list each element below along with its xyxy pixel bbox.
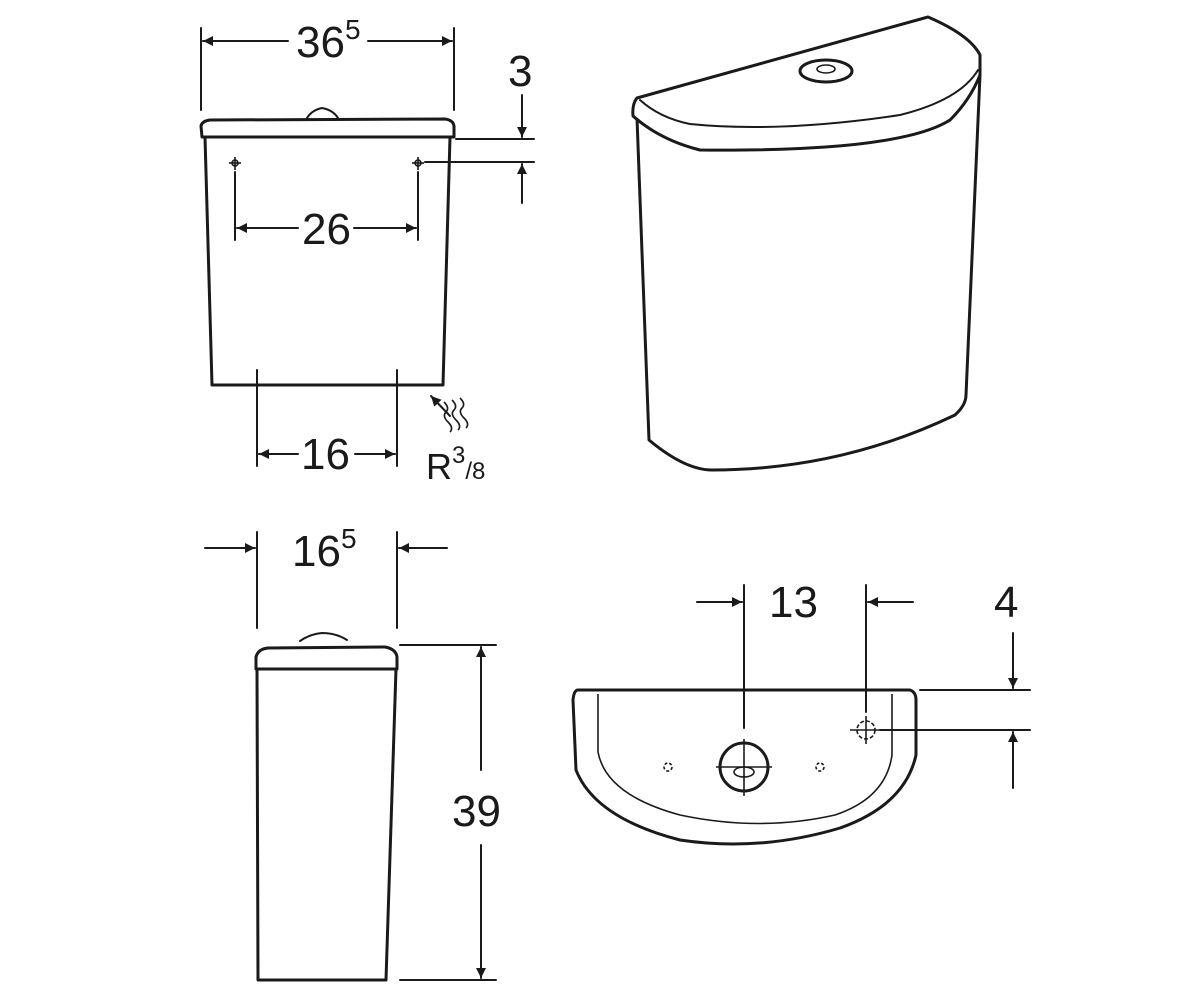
top-view-small-hole-right (815, 762, 825, 772)
depth-value: 165 (292, 523, 357, 576)
front-view-mounting-hole-right (412, 157, 424, 170)
lid-offset-value: 3 (508, 47, 532, 96)
dimension-lid-offset: 3 (424, 47, 535, 204)
side-view-tank-body (255, 667, 398, 982)
width-main-number: 36 (296, 18, 345, 67)
top-view-inlet-crosshair-icon (850, 716, 882, 744)
front-view-lid (199, 117, 456, 139)
top-view-small-hole-left (663, 762, 673, 772)
depth-number: 16 (292, 527, 341, 576)
perspective-lid-inner-edge (639, 69, 979, 128)
side-view-flush-button (299, 632, 348, 642)
depth-superscript: 5 (341, 523, 357, 554)
water-inlet-wave-icon (443, 401, 453, 433)
dimension-height: 39 (399, 644, 501, 981)
front-view-mounting-hole-left (229, 157, 241, 170)
top-view-flush-valve-icon (716, 739, 772, 796)
dimension-button-offset: 4 (879, 578, 1031, 789)
button-spacing-value: 13 (769, 578, 818, 627)
thread-letter: R (426, 446, 452, 487)
perspective-lid (631, 15, 982, 152)
perspective-view (631, 15, 982, 472)
top-view-inner-contour (597, 694, 893, 825)
hole-spacing-value: 26 (302, 205, 351, 254)
perspective-flush-button-icon (798, 58, 854, 84)
button-offset-value: 4 (994, 578, 1018, 627)
front-view-flush-button (306, 107, 339, 119)
width-main-superscript: 5 (345, 14, 361, 45)
thread-superscript: 3 (452, 442, 465, 469)
dimension-depth: 165 (204, 523, 448, 629)
top-view: 13 4 (571, 578, 1031, 846)
width-main-value: 365 (296, 14, 361, 67)
front-view-tank-body (203, 135, 452, 387)
side-view-lid (254, 645, 399, 671)
thread-denominator: /8 (465, 458, 485, 485)
dimension-width-main: 365 (200, 14, 455, 111)
height-value: 39 (452, 787, 501, 836)
water-inlet-indicator: R3/8 (426, 395, 485, 487)
dimension-bottom-spacing: 16 (256, 369, 398, 479)
thread-size-label: R3/8 (426, 442, 485, 487)
front-view: 365 3 26 16 (199, 14, 535, 487)
dimension-button-spacing: 13 (696, 578, 914, 729)
dimension-hole-spacing: 26 (234, 171, 419, 254)
bottom-spacing-value: 16 (301, 430, 350, 479)
side-view: 165 39 (204, 523, 501, 982)
